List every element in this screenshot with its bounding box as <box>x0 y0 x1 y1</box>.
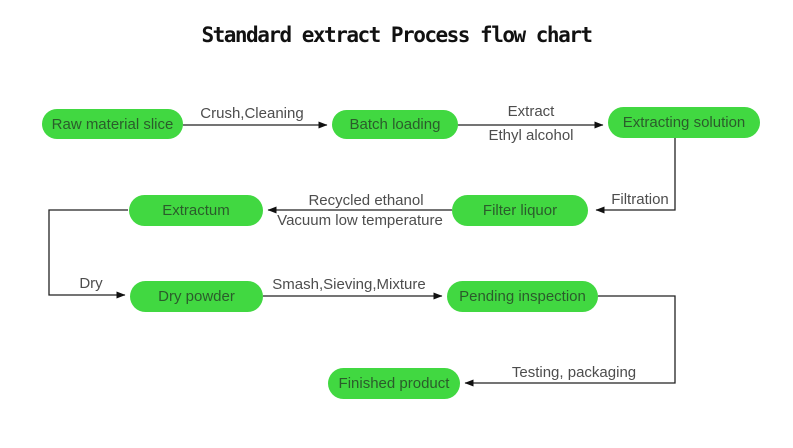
chart-title: Standard extract Process flow chart <box>201 23 593 47</box>
edge-label-ethyl-alcohol: Ethyl alcohol <box>488 127 574 144</box>
edge-dry-line <box>48 209 128 299</box>
edge-label-recycled-ethanol: Recycled ethanol <box>308 192 424 209</box>
node-pending-inspection: Pending inspection <box>447 281 598 312</box>
node-extractum: Extractum <box>129 195 263 226</box>
edge-label-dry: Dry <box>79 275 103 292</box>
edge-label-vacuum-low-temperature: Vacuum low temperature <box>277 212 443 229</box>
node-dry-powder: Dry powder <box>130 281 263 312</box>
node-extracting-solution: Extracting solution <box>608 107 760 138</box>
edge-label-testing-packaging: Testing, packaging <box>511 364 637 381</box>
node-batch-loading: Batch loading <box>332 110 458 139</box>
edge-label-extract: Extract <box>507 103 555 120</box>
node-finished-product: Finished product <box>328 368 460 399</box>
edge-testing-line <box>464 295 676 387</box>
edge-label-crush-cleaning: Crush,Cleaning <box>200 105 304 122</box>
edge-label-filtration: Filtration <box>611 191 669 208</box>
node-raw-material-slice: Raw material slice <box>42 109 183 139</box>
edge-filtration-line <box>595 138 676 214</box>
edge-label-smash-sieving-mixture: Smash,Sieving,Mixture <box>272 276 426 293</box>
node-filter-liquor: Filter liquor <box>452 195 588 226</box>
